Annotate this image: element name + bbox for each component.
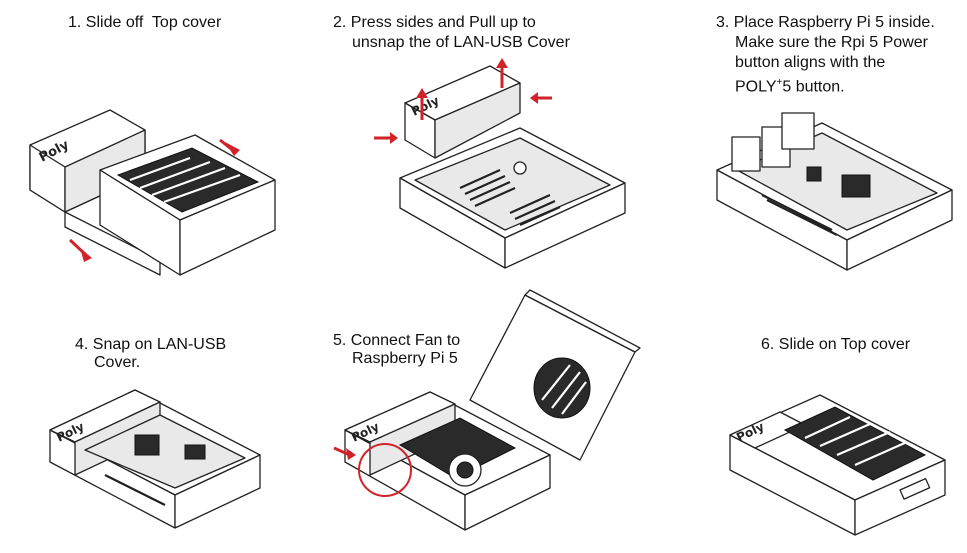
step-6-illustration: Poly — [729, 394, 946, 536]
step-6-caption: 6. Slide on Top cover — [761, 336, 911, 353]
step-3-caption-line1: 3. Place Raspberry Pi 5 inside. — [716, 14, 935, 31]
fan-connector-highlight — [358, 443, 412, 497]
step-5-caption-line2: Raspberry Pi 5 — [352, 350, 458, 367]
step-3-caption-line2: Make sure the Rpi 5 Power — [735, 34, 928, 51]
step-3-caption-line4: POLY+5 button. — [735, 77, 845, 96]
step-4-caption-line1: 4. Snap on LAN-USB — [75, 336, 227, 353]
heatsink — [398, 417, 517, 479]
fan-grille — [116, 147, 260, 213]
step-1-caption: 1. Slide off Top cover — [68, 14, 222, 31]
step-2-caption-line1: 2. Press sides and Pull up to — [333, 14, 536, 31]
step-5-illustration: Poly — [333, 289, 641, 531]
step-1-illustration: Poly — [29, 109, 276, 276]
fan — [533, 357, 591, 419]
step-3-caption-line3: button aligns with the — [735, 54, 886, 71]
step-5-caption-line1: 5. Connect Fan to — [333, 332, 461, 349]
step-4-caption-line2: Cover. — [94, 354, 141, 371]
step-2-caption-line2: unsnap the of LAN-USB Cover — [352, 34, 570, 51]
step-4-illustration: Poly — [49, 389, 261, 529]
step-3-illustration — [716, 112, 953, 271]
fan-grille — [783, 406, 927, 481]
step-2-illustration: Poly — [374, 58, 626, 269]
